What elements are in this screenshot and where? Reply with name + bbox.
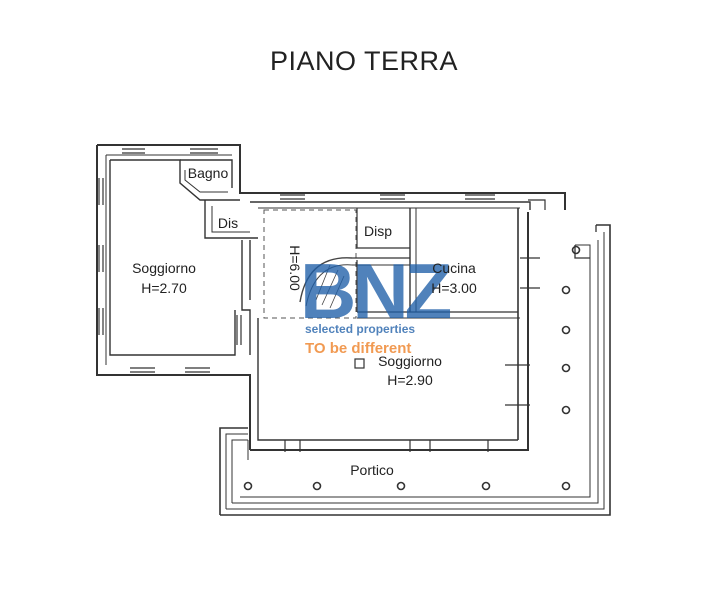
room-height-cucina: H=3.00 xyxy=(431,280,477,296)
watermark-line2: TO be different xyxy=(305,340,411,357)
room-label-portico: Portico xyxy=(350,462,394,478)
room-label-cucina: Cucina xyxy=(432,260,476,276)
portico-frame xyxy=(219,224,611,516)
watermark: BNZ selected properties TO be different xyxy=(300,247,455,357)
columns xyxy=(243,245,581,491)
marker-square xyxy=(354,358,365,369)
room-label-bagno: Bagno xyxy=(188,165,229,181)
portico-corner xyxy=(574,225,597,259)
room-height-soggiorno-main: H=2.90 xyxy=(387,372,433,388)
room-label-disp: Disp xyxy=(364,223,392,239)
plan-title: PIANO TERRA xyxy=(270,46,458,76)
room-height-stair: H=6.00 xyxy=(287,245,303,291)
room-label-soggiorno-main: Soggiorno xyxy=(378,353,442,369)
room-label-soggiorno-left: Soggiorno xyxy=(132,260,196,276)
room-label-dis: Dis xyxy=(218,215,238,231)
stair-area xyxy=(263,209,410,319)
watermark-logo: BNZ xyxy=(300,247,451,335)
windows xyxy=(98,148,540,452)
building-walls xyxy=(96,144,566,460)
room-height-soggiorno-left: H=2.70 xyxy=(141,280,187,296)
watermark-line1: selected properties xyxy=(305,322,415,336)
